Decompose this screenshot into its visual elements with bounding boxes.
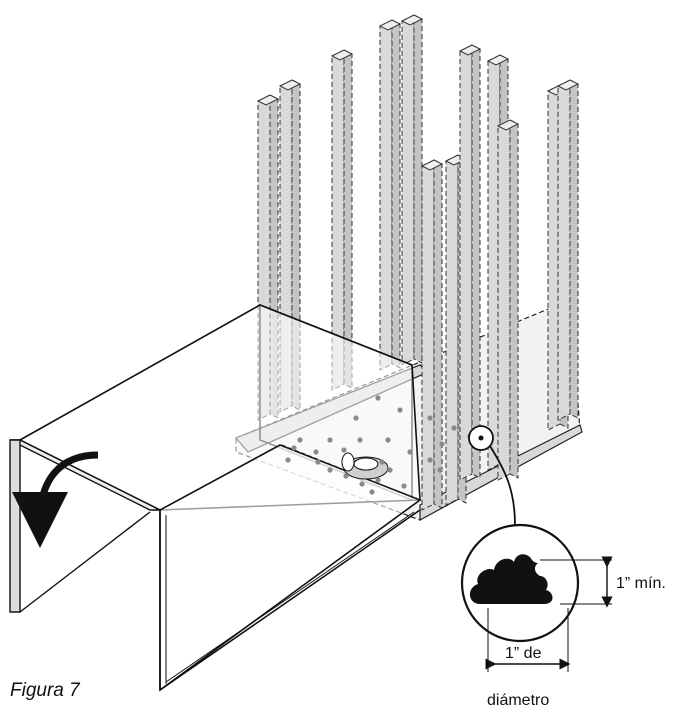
stud <box>458 44 482 481</box>
material-dot <box>359 481 365 487</box>
material-dot <box>401 483 407 489</box>
material-dot <box>327 467 333 473</box>
material-dot <box>369 489 375 495</box>
material-dot <box>327 437 333 443</box>
height-label: 1” mín. <box>616 575 666 592</box>
enclosure-box <box>9 303 422 692</box>
material-dot <box>315 459 321 465</box>
material-dot <box>291 445 297 451</box>
material-dot <box>353 415 359 421</box>
material-dot <box>297 437 303 443</box>
material-dot <box>427 415 433 421</box>
material-dot <box>437 467 443 473</box>
material-dot <box>427 457 433 463</box>
stud <box>496 119 520 481</box>
material-dot <box>285 457 291 463</box>
material-dot <box>357 437 363 443</box>
material-dot <box>439 441 445 447</box>
material-dot <box>375 477 381 483</box>
detail-callout: 1” mín. 1” de diámetro <box>460 425 666 709</box>
material-dot <box>451 425 457 431</box>
drain-fitting-icon <box>341 452 389 480</box>
stud <box>378 19 402 371</box>
material-dot <box>375 395 381 401</box>
material-dot <box>379 459 385 465</box>
material-dot <box>313 449 319 455</box>
material-dot <box>343 473 349 479</box>
rotate-arrow-icon <box>12 451 99 548</box>
material-dot <box>385 437 391 443</box>
figure-caption: Figura 7 <box>10 680 80 701</box>
material-dot <box>387 467 393 473</box>
stud <box>420 159 444 511</box>
material-dot <box>341 447 347 453</box>
diameter-label-line1: 1” de <box>505 645 542 662</box>
material-dot <box>407 449 413 455</box>
stud <box>330 49 354 391</box>
material-pile-icon <box>469 554 553 604</box>
material-dot <box>397 407 403 413</box>
stud <box>400 14 424 366</box>
diameter-label-line2: diámetro <box>487 692 549 709</box>
stud <box>556 79 580 421</box>
